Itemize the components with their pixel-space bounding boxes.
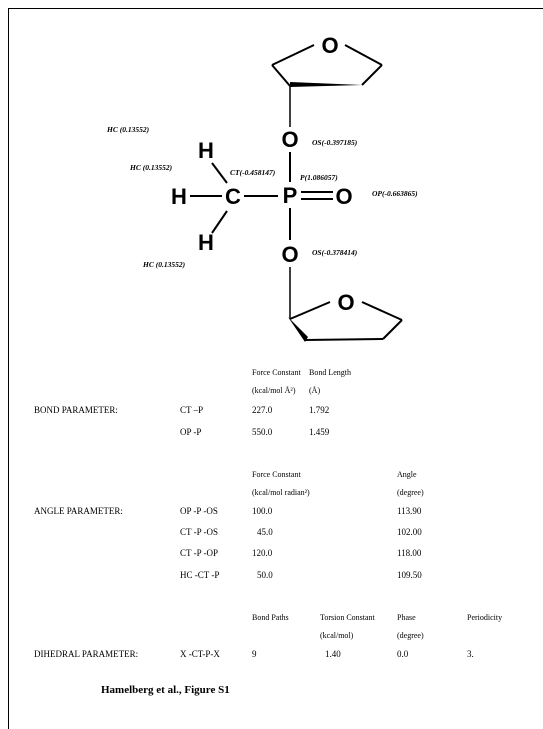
- angle-row-fc: 120.0: [252, 548, 273, 558]
- thf-ring-top: [271, 44, 383, 127]
- angle-header-val-unit: (degree): [397, 488, 424, 497]
- atom-h-top: H: [198, 138, 214, 163]
- charge-p: P(1.086057): [300, 173, 338, 182]
- bond-h-bottom-c: [211, 210, 228, 234]
- atom-o-ring-bottom: O: [337, 290, 354, 315]
- angle-row-val: 118.00: [397, 548, 422, 558]
- angle-row-type: CT -P -OP: [180, 548, 219, 558]
- atom-o-double: O: [335, 184, 352, 209]
- charge-ct: CT(-0.458147): [230, 168, 276, 177]
- ring-bottom-wedge: [288, 317, 308, 342]
- angle-section-label: ANGLE PARAMETER:: [34, 506, 123, 516]
- bond-row-type: CT –P: [180, 405, 204, 415]
- bond-h-top-c: [211, 162, 228, 184]
- charge-hc-bottom: HC (0.13552): [142, 260, 186, 269]
- dihedral-section-label: DIHEDRAL PARAMETER:: [34, 649, 139, 659]
- angle-row-fc: 45.0: [257, 527, 273, 537]
- charge-os-bottom: OS(-0.378414): [312, 248, 358, 257]
- bond-header-fc-unit: (kcal/mol Å²): [252, 386, 296, 395]
- dihedral-row-type: X -CT-P-X: [180, 649, 220, 659]
- ring-top-wedge: [290, 82, 362, 87]
- angle-row-val: 113.90: [397, 506, 422, 516]
- ring-bottom-bond-4: [304, 338, 384, 341]
- angle-row-type: CT -P -OS: [180, 527, 219, 537]
- atom-o-ester-bottom: O: [281, 242, 298, 267]
- dihedral-header-paths: Bond Paths: [252, 613, 289, 622]
- atom-o-ester-top: O: [281, 127, 298, 152]
- atom-o-ring-top: O: [321, 33, 338, 58]
- charge-os-top: OS(-0.397185): [312, 138, 358, 147]
- charge-op: OP(-0.663865): [372, 189, 418, 198]
- ring-top-bond-3: [361, 64, 383, 86]
- ring-top-bond-4: [271, 64, 291, 87]
- dihedral-header-phase: Phase: [397, 613, 416, 622]
- dihedral-row-tc: 1.40: [325, 649, 341, 659]
- angle-header-val: Angle: [397, 470, 417, 479]
- angle-row-type: OP -P -OS: [180, 506, 218, 516]
- atom-p: P: [283, 183, 298, 208]
- angle-header-fc-unit: (kcal/mol radian²): [252, 488, 310, 497]
- charge-hc-top: HC (0.13552): [106, 125, 150, 134]
- page-frame: [8, 8, 543, 729]
- angle-row-fc: 50.0: [257, 570, 273, 580]
- bond-row-type: OP -P: [180, 427, 202, 437]
- bond-section-label: BOND PARAMETER:: [34, 405, 118, 415]
- ring-top-bond-2: [344, 44, 383, 66]
- dihedral-header-phase-unit: (degree): [397, 631, 424, 640]
- dihedral-row-period: 3.: [467, 649, 474, 659]
- bond-row-val: 1.792: [309, 405, 330, 415]
- bond-row-fc: 227.0: [252, 405, 273, 415]
- atom-h-bottom: H: [198, 230, 214, 255]
- angle-row-val: 109.50: [397, 570, 422, 580]
- bond-header-fc: Force Constant: [252, 368, 301, 377]
- bond-row-fc: 550.0: [252, 427, 273, 437]
- atom-c: C: [225, 184, 241, 209]
- figure-caption: Hamelberg et al., Figure S1: [101, 684, 230, 696]
- ring-top-bond-1: [271, 44, 315, 66]
- dihedral-row-phase: 0.0: [397, 649, 409, 659]
- angle-header-fc: Force Constant: [252, 470, 301, 479]
- ring-bottom-bond-1: [289, 301, 331, 320]
- molecule-structure: O O P O C H H H O O HC (0.13552) HC (0.1…: [106, 33, 418, 342]
- ring-bottom-bond-2: [361, 301, 403, 321]
- thf-ring-bottom: [288, 267, 403, 342]
- bond-row-val: 1.459: [309, 427, 330, 437]
- atom-h-left: H: [171, 184, 187, 209]
- dihedral-row-paths: 9: [252, 649, 257, 659]
- bond-header-len-unit: (Å): [309, 386, 321, 395]
- angle-row-type: HC -CT -P: [180, 570, 220, 580]
- dihedral-header-tc: Torsion Constant: [320, 613, 375, 622]
- dihedral-header-period: Periodicity: [467, 613, 503, 622]
- bond-header-len: Bond Length: [309, 368, 351, 377]
- ring-bottom-bond-3: [382, 319, 403, 340]
- dihedral-header-tc-unit: (kcal/mol): [320, 631, 354, 640]
- angle-row-fc: 100.0: [252, 506, 273, 516]
- angle-row-val: 102.00: [397, 527, 422, 537]
- charge-hc-mid: HC (0.13552): [129, 163, 173, 172]
